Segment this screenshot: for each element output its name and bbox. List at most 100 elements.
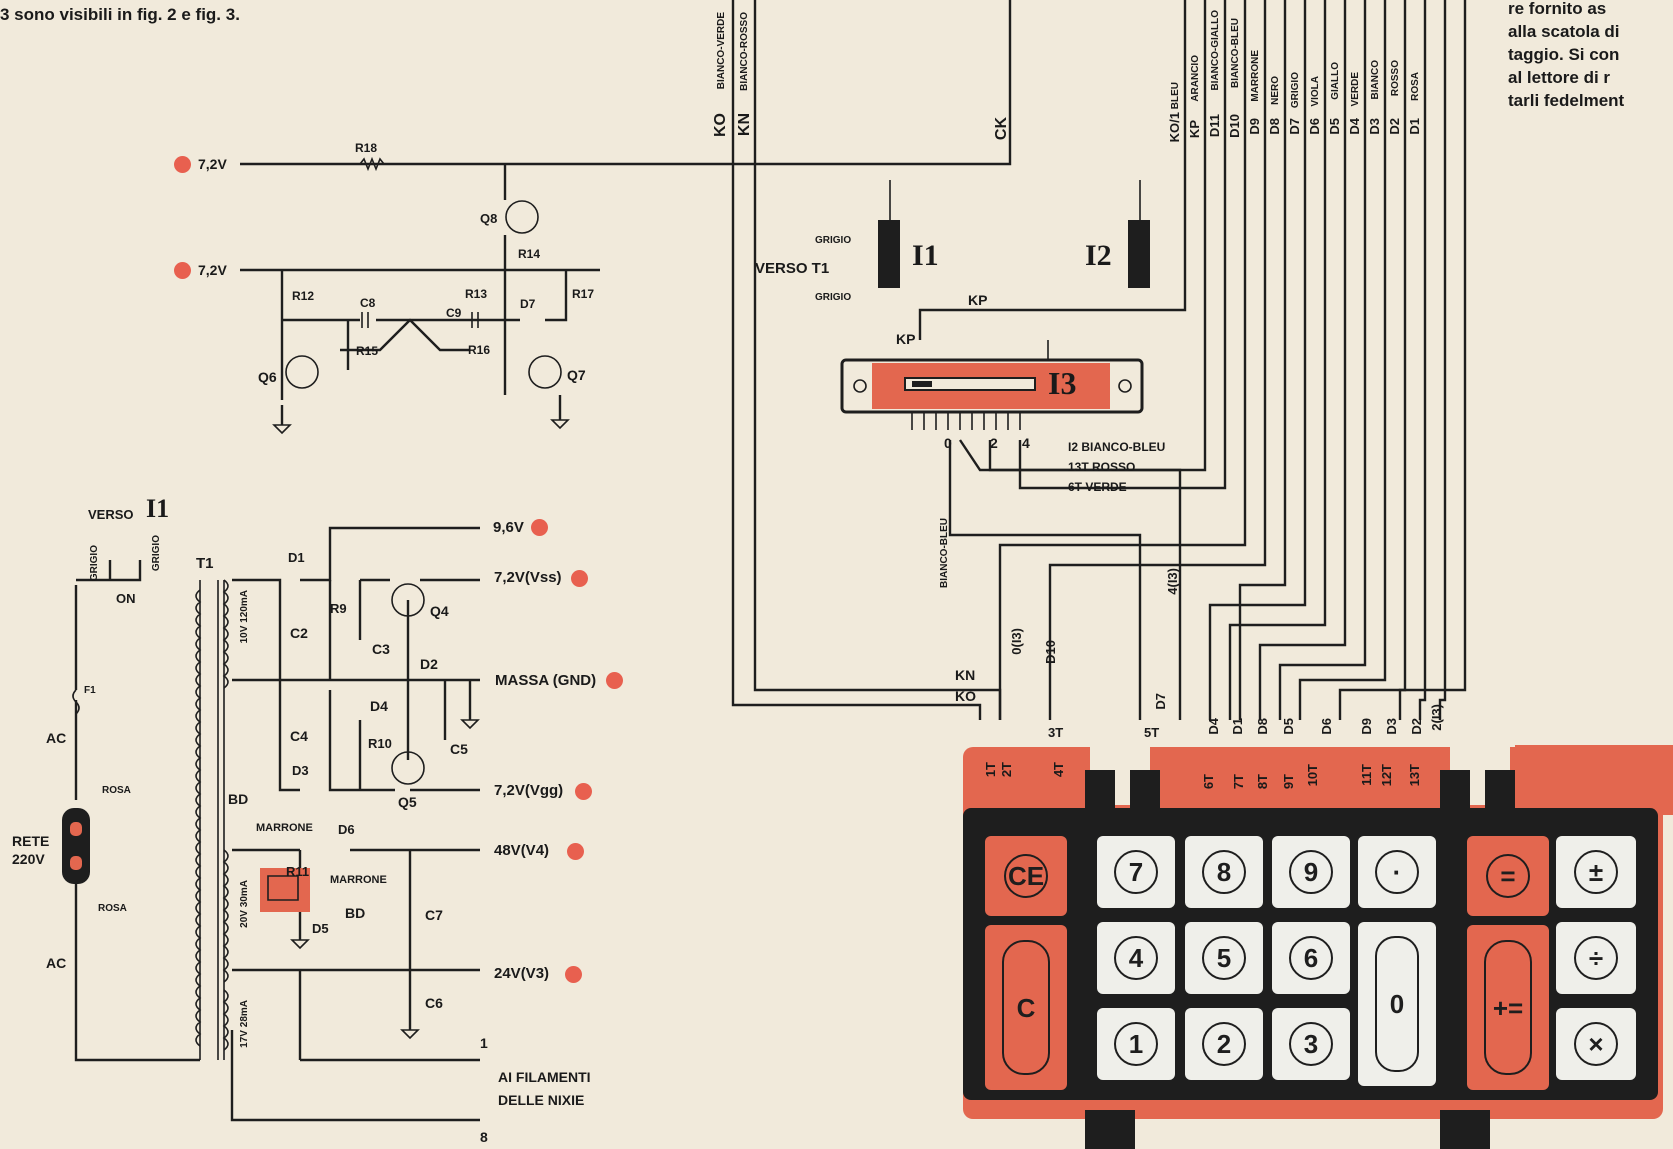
- i3-pin-0: 0: [944, 435, 952, 451]
- key-1-ring: [1114, 1022, 1158, 1066]
- bus-color-d7: GRIGIO: [1290, 72, 1301, 109]
- bus-color-ko1: BLEU: [1170, 82, 1181, 110]
- label-r16: R16: [468, 343, 491, 357]
- label-on: ON: [116, 591, 136, 606]
- label-verso: VERSO: [88, 507, 134, 522]
- label-grigio-b: GRIGIO: [151, 535, 162, 572]
- bus-wiring: [731, 0, 1467, 720]
- keypad-pin-13t: 13T: [1407, 764, 1422, 787]
- key-8[interactable]: 8: [1185, 836, 1263, 908]
- output-dot-96v: [531, 519, 548, 536]
- label-c5: C5: [450, 741, 468, 757]
- key-ce[interactable]: CE: [985, 836, 1067, 916]
- bus-sig-d5: D5: [1327, 118, 1342, 135]
- keypad-pin-9t: 9T: [1281, 774, 1296, 790]
- power-supply-circuit: [62, 526, 480, 1122]
- switch-label-i3: I3: [1048, 365, 1077, 401]
- label-bd-top: BD: [228, 791, 249, 807]
- label-marrone-top: MARRONE: [256, 822, 313, 834]
- key-plus-minus[interactable]: ±: [1556, 836, 1636, 908]
- bus-sig-d9: D9: [1247, 118, 1262, 135]
- key-times-label: ×: [1588, 1029, 1604, 1059]
- label-d1: D1: [288, 550, 305, 565]
- label-kp-wire: KP: [968, 292, 988, 308]
- bus-sig-d4: D4: [1347, 118, 1362, 135]
- key-5[interactable]: 5: [1185, 922, 1263, 994]
- key-dot-label: ·: [1392, 857, 1402, 887]
- bus-color-kp: ARANCIO: [1190, 55, 1201, 102]
- label-bd-bottom: BD: [345, 905, 366, 921]
- key-9[interactable]: 9: [1272, 836, 1350, 908]
- bus-color-d1: ROSA: [1410, 72, 1421, 101]
- output-gnd: MASSA (GND): [495, 672, 597, 689]
- key-8-ring: [1202, 850, 1246, 894]
- key-divide[interactable]: ÷: [1556, 922, 1636, 994]
- label-grigio-i1-top: GRIGIO: [815, 235, 852, 246]
- label-72v-top: 7,2V: [198, 156, 227, 172]
- switch-label-i1: I1: [912, 239, 939, 272]
- terminal-dot-72v-top: [174, 156, 191, 173]
- filament-pin-1: 1: [480, 1035, 488, 1051]
- key-ce-label: CE: [1007, 861, 1045, 891]
- output-48v: 48V(V4): [494, 842, 550, 859]
- key-2-ring: [1202, 1022, 1246, 1066]
- key-4[interactable]: 4: [1097, 922, 1175, 994]
- output-dot-gnd: [606, 672, 623, 689]
- key-3[interactable]: 3: [1272, 1008, 1350, 1080]
- label-72v-mid: 7,2V: [198, 262, 227, 278]
- key-equals[interactable]: =: [1467, 836, 1549, 916]
- wire-color-ko: BIANCO-VERDE: [716, 12, 727, 90]
- key-plus-equals-ring: [1484, 940, 1532, 1075]
- key-0[interactable]: 0: [1358, 922, 1436, 1086]
- oscillator-circuit: [240, 0, 1012, 435]
- label-bianco-bleu-vertical: BIANCO-BLEU: [939, 518, 950, 588]
- key-plus-equals[interactable]: +=: [1467, 925, 1549, 1090]
- wire-label-ck: CK: [993, 117, 1010, 141]
- key-2[interactable]: 2: [1185, 1008, 1263, 1080]
- key-9-label: 9: [1303, 857, 1319, 887]
- bus-sig-d1: D1: [1407, 118, 1422, 135]
- key-c[interactable]: C: [985, 925, 1067, 1090]
- bus-color-d4: VERDE: [1350, 72, 1361, 107]
- key-6[interactable]: 6: [1272, 922, 1350, 994]
- label-q6: Q6: [258, 369, 277, 385]
- label-r13: R13: [465, 287, 488, 301]
- label-winding-mid: 20V 30mA: [239, 880, 250, 928]
- output-dot-vss: [571, 570, 588, 587]
- label-rete: RETE: [12, 833, 50, 849]
- keypad-pin-10t: 10T: [1305, 764, 1320, 787]
- label-bottom-d1: D1: [1230, 718, 1245, 735]
- bus-color-d8: NERO: [1270, 76, 1281, 105]
- output-dot-vgg: [575, 783, 592, 800]
- key-times-ring: [1574, 1022, 1618, 1066]
- label-c8: C8: [360, 296, 376, 310]
- key-times[interactable]: ×: [1556, 1008, 1636, 1080]
- key-8-label: 8: [1216, 857, 1232, 887]
- key-dot[interactable]: ·: [1358, 836, 1436, 908]
- label-d6: D6: [338, 822, 355, 837]
- label-c4: C4: [290, 728, 308, 744]
- label-bottom-d9: D9: [1359, 718, 1374, 735]
- terminal-dot-72v-mid: [174, 262, 191, 279]
- label-winding-low: 17V 28mA: [239, 1000, 250, 1048]
- bus-sig-d3: D3: [1367, 118, 1382, 135]
- key-7[interactable]: 7: [1097, 836, 1175, 908]
- output-24v: 24V(V3): [494, 965, 550, 982]
- label-bottom-d2: D2: [1409, 718, 1424, 735]
- key-1[interactable]: 1: [1097, 1008, 1175, 1080]
- label-d5: D5: [312, 921, 329, 936]
- key-6-ring: [1289, 936, 1333, 980]
- label-q7: Q7: [567, 367, 586, 383]
- bus-sig-d10: D10: [1227, 114, 1242, 138]
- bus-color-d2: ROSSO: [1390, 60, 1401, 97]
- keypad-pin-4t: 4T: [1051, 762, 1066, 778]
- label-bottom-d6: D6: [1319, 718, 1334, 735]
- label-d3: D3: [292, 763, 309, 778]
- keypad-pin-8t: 8T: [1255, 774, 1270, 790]
- label-d7-osc: D7: [520, 297, 536, 311]
- bus-sig-ko1: KO/1: [1167, 112, 1182, 143]
- label-kp-pin: KP: [896, 331, 916, 347]
- bus-color-d6: VIOLA: [1310, 76, 1321, 107]
- label-i1-power: I1: [146, 494, 170, 523]
